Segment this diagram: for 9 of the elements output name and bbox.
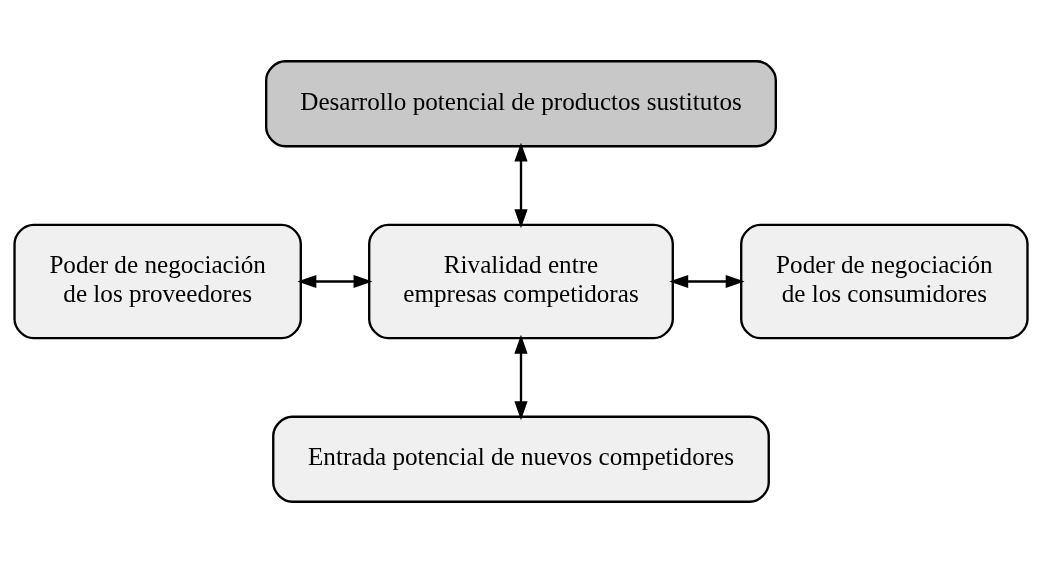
arrow (514, 142, 528, 228)
node-box: Desarrollo potencial de productos sustitutos (265, 59, 777, 147)
arrow (669, 274, 745, 288)
node-box: Entrada potencial de nuevos competidores (272, 415, 770, 503)
arrow (297, 274, 373, 288)
node-box: Poder de negociación de los consumidores (740, 223, 1029, 339)
node-box: Rivalidad entre empresas competidoras (368, 223, 674, 339)
node-box: Poder de negociación de los proveedores (13, 223, 302, 339)
arrow (514, 334, 528, 420)
